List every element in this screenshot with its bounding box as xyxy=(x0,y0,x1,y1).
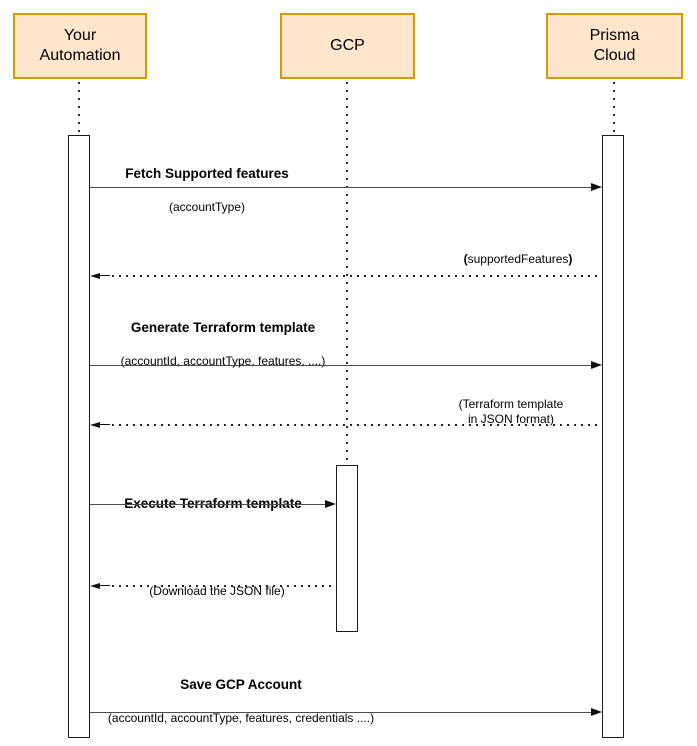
message-2-line xyxy=(112,274,602,277)
activation-bar-your-automation xyxy=(68,135,90,738)
message-2-paren-open: ( xyxy=(463,252,468,266)
message-2-paren-close: ) xyxy=(568,252,573,266)
message-3-arrowhead-right xyxy=(591,361,602,369)
message-6-line xyxy=(112,584,336,587)
actor-box-your-automation: Your Automation xyxy=(13,13,147,79)
actor-label-your-automation: Your Automation xyxy=(39,27,121,64)
message-4-sub: (Terraform template in JSON format) xyxy=(458,397,564,426)
message-3-label: Generate Terraform template (accountId, … xyxy=(121,302,326,387)
message-6-label: (Download the JSON file) xyxy=(149,566,284,617)
message-7-arrowhead-right xyxy=(591,708,602,716)
message-4-label: (Terraform template in JSON format) xyxy=(459,379,564,445)
activation-bar-prisma-cloud xyxy=(602,135,624,738)
activation-bar-gcp xyxy=(336,465,358,632)
message-3-title: Generate Terraform template xyxy=(130,320,316,335)
lifeline-your-automation xyxy=(78,82,80,135)
message-7-label: Save GCP Account (accountId, accountType… xyxy=(108,659,374,744)
message-7-line xyxy=(90,712,592,713)
message-1-line xyxy=(90,187,592,188)
message-5-title: Execute Terraform template xyxy=(124,496,302,511)
message-4-arrow-tail xyxy=(99,424,110,425)
message-3-line xyxy=(90,365,592,366)
message-5-label: Execute Terraform template xyxy=(124,478,302,530)
actor-box-gcp: GCP xyxy=(280,13,415,79)
lifeline-prisma-cloud xyxy=(613,82,615,135)
message-3-sub: (accountId, accountType, features, ....) xyxy=(120,354,326,368)
lifeline-gcp xyxy=(346,82,348,465)
actor-label-prisma-cloud: Prisma Cloud xyxy=(589,27,640,64)
message-4-arrowhead-left xyxy=(90,421,100,428)
message-5-arrowhead-right xyxy=(325,500,336,508)
message-2-sub-text: supportedFeatures xyxy=(467,252,569,266)
message-7-title: Save GCP Account xyxy=(180,677,302,692)
message-1-title: Fetch Supported features xyxy=(125,166,289,181)
actor-label-gcp: GCP xyxy=(330,37,365,54)
message-4-line xyxy=(112,423,602,426)
message-1-sub: (accountType) xyxy=(168,200,246,214)
message-5-line xyxy=(90,504,326,505)
message-6-arrow-tail xyxy=(99,585,110,586)
message-6-sub: (Download the JSON file) xyxy=(149,584,285,598)
message-2-arrow-tail xyxy=(99,275,110,276)
message-2-arrowhead-left xyxy=(90,272,100,279)
message-1-arrowhead-right xyxy=(591,183,602,191)
message-1-label: Fetch Supported features (accountType) xyxy=(125,148,289,233)
message-2-label: (supportedFeatures) xyxy=(464,234,573,285)
message-6-arrowhead-left xyxy=(90,582,100,589)
message-2-sub: (supportedFeatures) xyxy=(464,252,573,267)
message-7-sub: (accountId, accountType, features, crede… xyxy=(107,711,375,725)
actor-box-prisma-cloud: Prisma Cloud xyxy=(546,13,683,79)
